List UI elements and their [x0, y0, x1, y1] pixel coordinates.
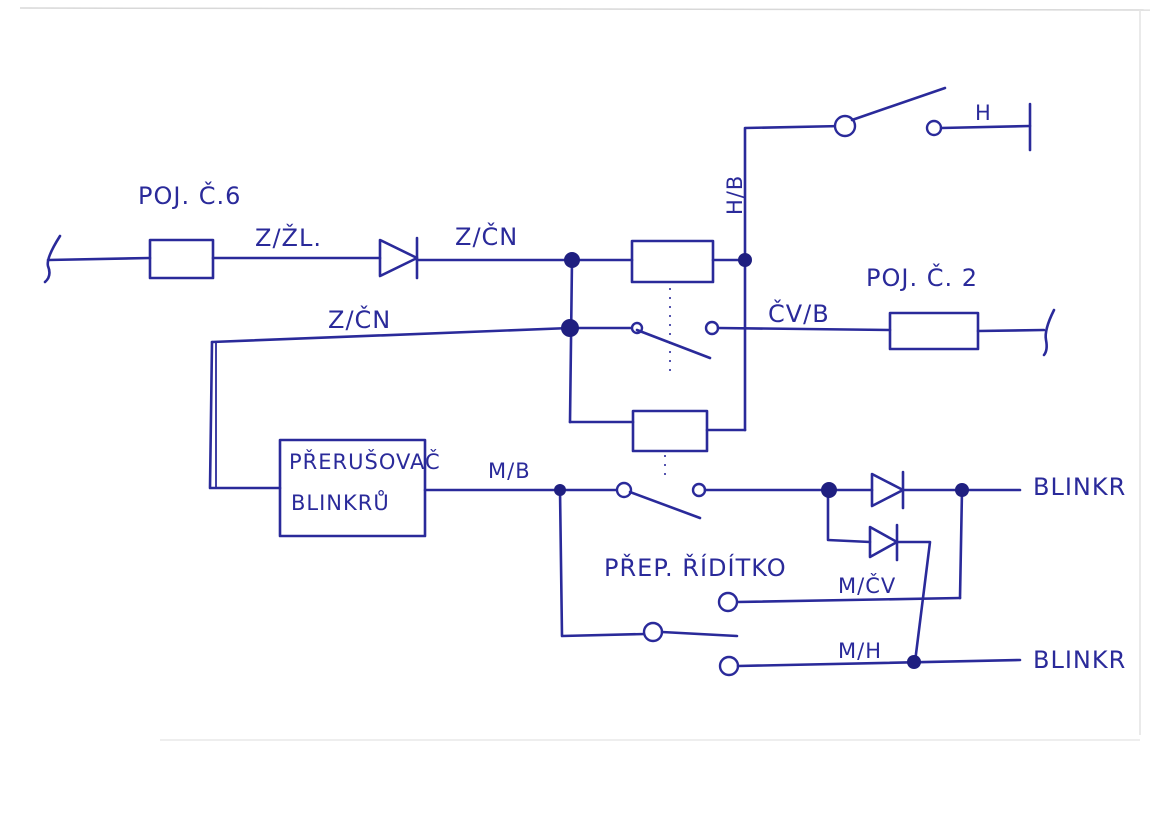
wire-contact-to-fuse-right	[716, 326, 892, 332]
label-switch: PŘEP. ŘÍDÍTKO	[604, 553, 787, 582]
wire-mh	[736, 658, 1022, 668]
wire-mb-vertical	[558, 488, 647, 638]
fuse-right	[888, 311, 980, 351]
junction-blinkr-top	[955, 483, 969, 497]
relay-contact-blade	[635, 328, 712, 360]
flasher-label-line1: PŘERUŠOVAČ	[289, 449, 441, 474]
flasher-unit	[278, 438, 427, 538]
relay-coil-bottom	[631, 409, 709, 453]
wire-left-vertical	[208, 340, 282, 490]
wire-mcv	[735, 596, 962, 604]
terminal-h-switch-left	[833, 114, 857, 138]
switch-mb-blade	[628, 490, 702, 520]
terminal-mh	[718, 655, 740, 677]
fuse-left	[148, 238, 215, 280]
paper-edge-top	[19, 7, 1151, 11]
switch-h-blade	[850, 86, 947, 122]
label-wire-mb: M/B	[488, 459, 531, 483]
label-fuse-right: POJ. Č. 2	[866, 262, 978, 292]
terminal-switch-out	[691, 482, 707, 498]
label-wire-cvb: ČV/B	[768, 298, 830, 328]
junction-blinkr-bottom	[907, 655, 921, 669]
label-blinkr-top: BLINKR	[1033, 473, 1126, 501]
diode-blinkr-lower	[826, 488, 932, 664]
terminal-lower-switch	[642, 621, 664, 643]
wire-fuse-right-out	[976, 328, 1046, 333]
label-blinkr-bottom: BLINKR	[1033, 646, 1126, 674]
label-ground-h: H	[975, 101, 992, 125]
label-wire-mh: M/H	[838, 639, 882, 663]
wire-h-ground	[939, 124, 1032, 130]
terminal-relay-contact-right	[704, 320, 720, 336]
flasher-label-line2: BLINKRŮ	[291, 489, 390, 515]
junction-mb	[554, 484, 566, 496]
connector-right-end	[1042, 308, 1056, 357]
diode-blinkr-top	[828, 470, 905, 510]
terminal-switch-mb	[615, 481, 633, 499]
junction-hb	[738, 253, 752, 267]
wire-supply-left	[46, 256, 152, 262]
diode-top	[378, 236, 419, 280]
wire-node-vertical	[568, 258, 574, 424]
junction-top-node	[564, 252, 580, 268]
label-wire-mcv: M/ČV	[838, 573, 896, 598]
label-fuse-left: POJ. Č.6	[138, 180, 241, 210]
connector-left-end	[43, 234, 62, 284]
label-wire-hb: H/B	[723, 175, 747, 215]
label-wire-zcn-middle: Z/ČN	[328, 304, 391, 334]
junction-diode-input	[821, 482, 837, 498]
wire-lower-switch-right	[660, 630, 739, 638]
label-wire-zzl: Z/ŽL.	[255, 223, 322, 252]
label-wire-zcn-top: Z/ČN	[455, 221, 518, 251]
relay-coil-top	[630, 239, 715, 284]
junction-middle-node	[561, 319, 579, 337]
terminal-h-switch-right	[925, 119, 943, 137]
wire-mcv-vertical	[958, 488, 964, 600]
wire-hb-vertical	[743, 124, 844, 432]
terminal-mcv	[717, 591, 739, 613]
